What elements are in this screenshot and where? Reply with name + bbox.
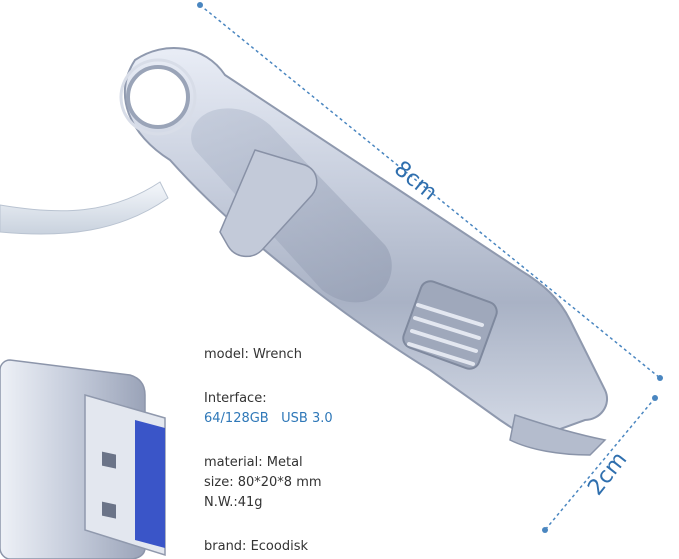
usb-c-connector xyxy=(219,149,318,258)
spec-capacity: 64/128GB xyxy=(204,411,269,426)
usb-3-blue-insert xyxy=(135,420,165,548)
wrench-worm-gear xyxy=(402,280,498,370)
dimension-width xyxy=(544,397,656,531)
spec-usb-version: USB 3.0 xyxy=(281,411,333,426)
spec-size: size: 80*20*8 mm xyxy=(204,475,322,490)
spec-interface-value: 64/128GB USB 3.0 xyxy=(204,411,333,426)
wrench-ring-hole xyxy=(126,65,190,129)
wrench-usb-drive xyxy=(119,47,608,456)
spec-model: model: Wrench xyxy=(204,347,302,362)
spec-material: material: Metal xyxy=(204,455,303,470)
spec-brand: brand: Ecoodisk xyxy=(204,539,308,554)
spec-weight: N.W.:41g xyxy=(204,495,263,510)
spec-interface-label: Interface: xyxy=(204,391,267,406)
wrench-jaw xyxy=(509,414,607,456)
usb-closeup-inset xyxy=(0,350,166,559)
usb-cable xyxy=(0,181,169,235)
dimension-length xyxy=(199,4,661,379)
